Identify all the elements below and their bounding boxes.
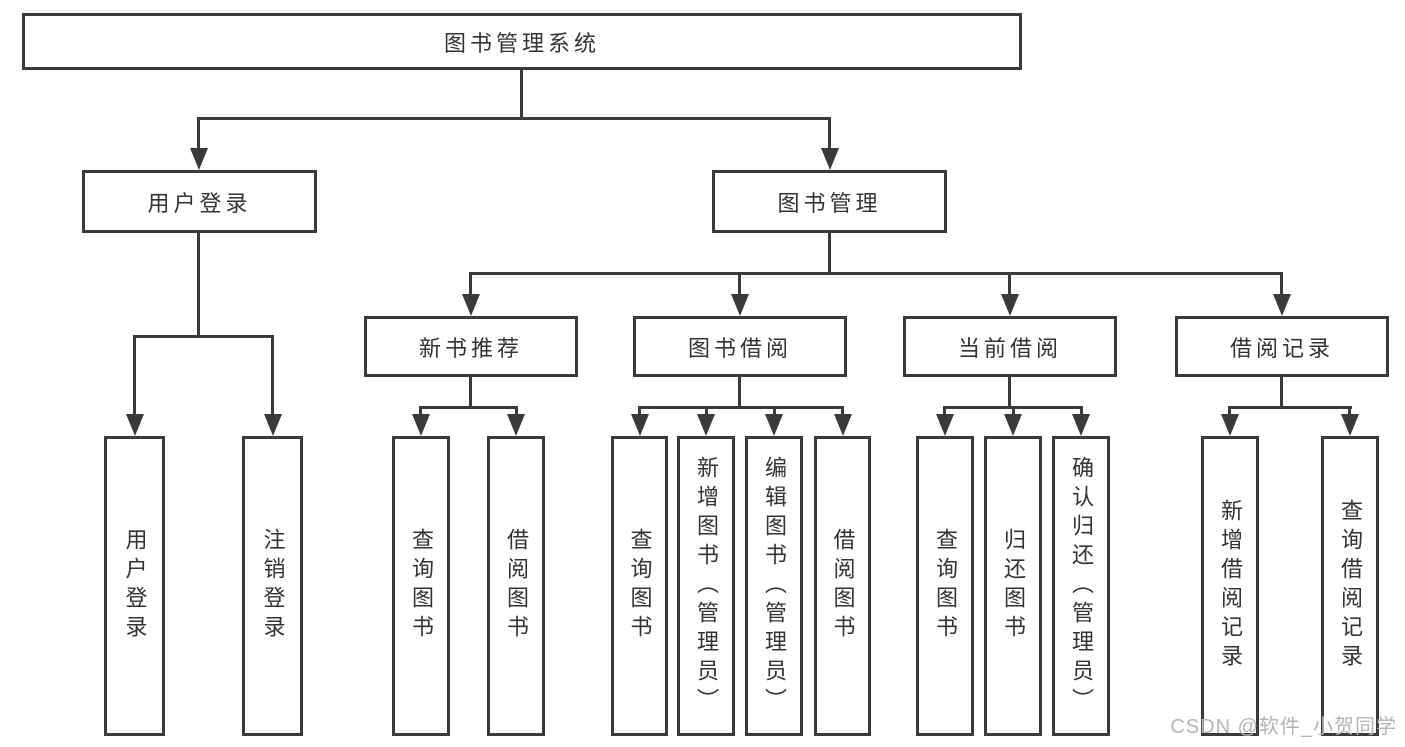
arrowhead-book-borrow-icon [731, 294, 749, 316]
arrowhead-user-login-icon [190, 148, 208, 170]
node-br-query-record: 查询借阅记录 [1321, 436, 1379, 736]
node-leaf-user-login: 用户登录 [104, 436, 165, 736]
arrowhead-bb-borrow-icon [834, 414, 852, 436]
connector-level3-rail [469, 272, 1283, 275]
connector-cb-return-drop [1012, 406, 1015, 418]
connector-user-login-stem [197, 233, 200, 337]
node-bb-borrow-books: 借阅图书 [814, 436, 871, 736]
node-cb-query-books-label: 查询图书 [933, 528, 958, 644]
node-borrow-records-label: 借阅记录 [1229, 335, 1334, 361]
connector-current-borrow-stem [1008, 377, 1011, 409]
arrowhead-borrow-records-icon [1273, 294, 1291, 316]
node-br-add-record: 新增借阅记录 [1201, 436, 1259, 736]
connector-cb-query-drop [943, 406, 946, 418]
node-nb-borrow-books: 借阅图书 [487, 436, 545, 736]
connector-bb-borrow-drop [841, 406, 844, 418]
node-nb-borrow-books-label: 借阅图书 [504, 528, 529, 644]
arrowhead-cb-confirm-icon [1072, 414, 1090, 436]
node-new-book-label: 新书推荐 [418, 335, 523, 361]
node-bb-edit-books-label: 编辑图书（管理员） [762, 455, 787, 717]
connector-root-stem [520, 70, 523, 117]
node-user-login-label: 用户登录 [147, 190, 252, 216]
connector-book-borrow-rail [638, 406, 844, 409]
node-nb-query-books-label: 查询图书 [409, 528, 434, 644]
node-cb-confirm-return-label: 确认归还（管理员） [1069, 455, 1094, 717]
arrowhead-br-add-icon [1221, 414, 1239, 436]
node-book-mgmt-label: 图书管理 [777, 190, 882, 216]
connector-current-borrow-drop [1008, 272, 1011, 297]
node-br-query-record-label: 查询借阅记录 [1338, 499, 1363, 673]
node-cb-query-books: 查询图书 [916, 436, 974, 736]
arrowhead-nb-query-icon [412, 414, 430, 436]
node-nb-query-books: 查询图书 [392, 436, 450, 736]
node-cb-confirm-return: 确认归还（管理员） [1052, 436, 1110, 736]
arrowhead-cb-return-icon [1004, 414, 1022, 436]
node-book-mgmt: 图书管理 [712, 170, 947, 233]
node-book-borrow-label: 图书借阅 [687, 335, 792, 361]
node-bb-edit-books: 编辑图书（管理员） [745, 436, 803, 736]
connector-borrow-records-stem [1280, 377, 1283, 409]
connector-leaf-user-login-drop [133, 335, 136, 417]
connector-br-add-drop [1228, 406, 1231, 418]
node-root: 图书管理系统 [22, 13, 1022, 70]
node-cb-return-books: 归还图书 [984, 436, 1042, 736]
connector-user-login-drop [197, 117, 200, 152]
arrowhead-br-query-icon [1341, 414, 1359, 436]
connector-book-borrow-drop [738, 272, 741, 297]
node-bb-query-books: 查询图书 [611, 436, 668, 736]
connector-borrow-records-rail [1228, 406, 1352, 409]
arrowhead-nb-borrow-icon [507, 414, 525, 436]
connector-borrow-records-drop [1280, 272, 1283, 297]
connector-new-book-drop [469, 272, 472, 297]
arrowhead-leaf-logout-icon [264, 414, 282, 436]
node-cb-return-books-label: 归还图书 [1001, 528, 1026, 644]
node-new-book: 新书推荐 [364, 316, 578, 377]
node-current-borrow-label: 当前借阅 [957, 335, 1062, 361]
connector-new-book-stem [469, 377, 472, 409]
connector-nb-borrow-drop [515, 406, 518, 418]
connector-bb-query-drop [638, 406, 641, 418]
arrowhead-book-mgmt-icon [821, 148, 839, 170]
connector-cb-confirm-drop [1080, 406, 1083, 418]
arrowhead-bb-add-icon [697, 414, 715, 436]
connector-new-book-rail [419, 406, 518, 409]
connector-nb-query-drop [419, 406, 422, 418]
node-bb-add-books: 新增图书（管理员） [677, 436, 735, 736]
node-current-borrow: 当前借阅 [903, 316, 1117, 377]
node-root-label: 图书管理系统 [443, 30, 600, 56]
connector-level2-rail [197, 117, 831, 120]
arrowhead-bb-query-icon [631, 414, 649, 436]
node-br-add-record-label: 新增借阅记录 [1218, 499, 1243, 673]
node-borrow-records: 借阅记录 [1175, 316, 1389, 377]
connector-user-login-rail [133, 335, 274, 338]
csdn-watermark: CSDN @软件_小贺同学 [1170, 716, 1397, 738]
node-leaf-user-login-label: 用户登录 [122, 528, 148, 644]
node-leaf-logout: 注销登录 [242, 436, 303, 736]
connector-book-borrow-stem [738, 377, 741, 409]
node-user-login: 用户登录 [82, 170, 317, 233]
arrowhead-leaf-user-login-icon [126, 414, 144, 436]
connector-bb-edit-drop [773, 406, 776, 418]
connector-bb-add-drop [705, 406, 708, 418]
arrowhead-current-borrow-icon [1001, 294, 1019, 316]
connector-leaf-logout-drop [271, 335, 274, 417]
arrowhead-new-book-icon [462, 294, 480, 316]
node-bb-query-books-label: 查询图书 [627, 528, 653, 644]
connector-book-mgmt-drop [828, 117, 831, 152]
connector-br-query-drop [1348, 406, 1351, 418]
node-book-borrow: 图书借阅 [633, 316, 847, 377]
node-bb-add-books-label: 新增图书（管理员） [694, 455, 719, 717]
arrowhead-bb-edit-icon [765, 414, 783, 436]
node-bb-borrow-books-label: 借阅图书 [830, 528, 856, 644]
node-leaf-logout-label: 注销登录 [260, 528, 286, 644]
arrowhead-cb-query-icon [936, 414, 954, 436]
connector-book-mgmt-stem [828, 233, 831, 275]
